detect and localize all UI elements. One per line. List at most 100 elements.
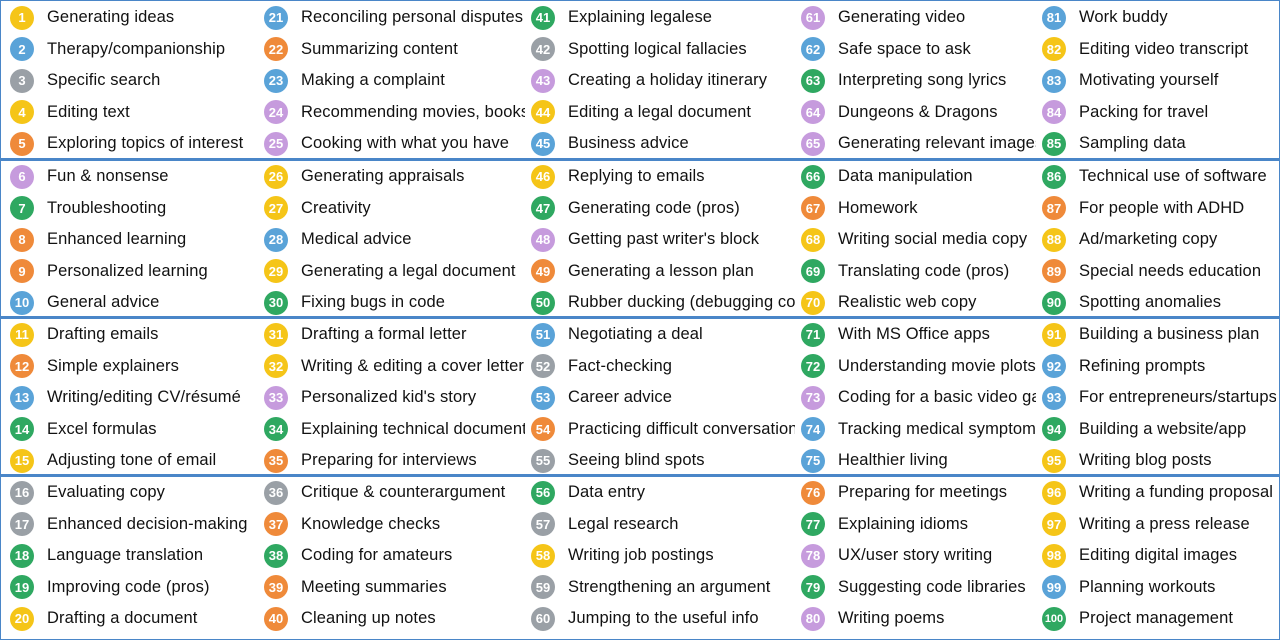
item-label: Generating ideas <box>47 8 175 26</box>
item-label: Tracking medical symptoms <box>838 419 1036 438</box>
item-label: Legal research <box>568 514 679 533</box>
number-badge: 35 <box>264 448 288 473</box>
number-badge: 41 <box>531 5 555 30</box>
number-badge: 99 <box>1042 575 1066 599</box>
item-label: For people with ADHD <box>1079 198 1245 217</box>
number-badge: 74 <box>801 417 825 441</box>
number-badge: 4 <box>10 100 34 124</box>
number-badge: 60 <box>531 606 555 631</box>
number-badge: 66 <box>801 164 825 189</box>
number-badge: 80 <box>801 606 825 631</box>
number-badge: 47 <box>531 196 555 220</box>
list-item: 19 Improving code (pros) <box>10 572 258 603</box>
number-badge: 98 <box>1042 543 1066 568</box>
item-label: Getting past writer's block <box>568 230 760 248</box>
item-label: Writing job postings <box>568 546 714 564</box>
number-badge: 18 <box>10 543 34 568</box>
item-label: Dungeons & Dragons <box>838 102 998 121</box>
number-badge: 90 <box>1042 290 1066 315</box>
item-label: Improving code (pros) <box>47 577 210 596</box>
number-badge: 52 <box>531 354 555 378</box>
list-item: 52 Fact-checking <box>531 351 795 382</box>
number-badge: 17 <box>10 512 34 536</box>
number-badge: 16 <box>10 480 34 505</box>
item-label: Data entry <box>568 483 646 501</box>
item-label: Packing for travel <box>1079 102 1209 121</box>
number-badge: 51 <box>531 322 555 347</box>
item-label: Project management <box>1079 609 1234 627</box>
number-badge: 43 <box>531 68 555 93</box>
item-label: Safe space to ask <box>838 39 971 58</box>
item-label: Healthier living <box>838 451 948 469</box>
item-label: Interpreting song lyrics <box>838 71 1007 89</box>
number-badge: 50 <box>531 290 555 315</box>
item-label: Negotiating a deal <box>568 325 703 343</box>
number-badge: 19 <box>10 575 34 599</box>
number-badge: 36 <box>264 480 288 505</box>
number-badge: 76 <box>801 480 825 505</box>
number-badge: 8 <box>10 227 34 252</box>
item-label: Replying to emails <box>568 167 705 185</box>
number-badge: 83 <box>1042 68 1066 93</box>
number-badge: 84 <box>1042 100 1066 124</box>
number-badge: 78 <box>801 543 825 568</box>
item-label: Editing a legal document <box>568 102 752 121</box>
item-label: Jumping to the useful info <box>568 609 759 627</box>
number-badge: 72 <box>801 354 825 378</box>
number-badge: 27 <box>264 196 288 220</box>
number-badge: 28 <box>264 227 288 252</box>
item-label: Enhanced learning <box>47 230 187 248</box>
item-label: Fun & nonsense <box>47 167 169 185</box>
item-label: Generating relevant images <box>838 134 1036 152</box>
item-label: Therapy/companionship <box>47 39 226 58</box>
item-label: Preparing for meetings <box>838 483 1008 501</box>
item-label: Drafting a document <box>47 609 198 627</box>
item-label: Personalized learning <box>47 261 208 280</box>
number-badge: 14 <box>10 417 34 441</box>
item-label: Fact-checking <box>568 356 673 375</box>
list-item: 8 Enhanced learning <box>10 224 258 255</box>
number-badge: 86 <box>1042 164 1066 189</box>
item-label: Suggesting code libraries <box>838 577 1026 596</box>
list-item: 36 Critique & counterargument <box>264 477 525 508</box>
item-label: Critique & counterargument <box>301 483 506 501</box>
item-label: Sampling data <box>1079 134 1186 152</box>
item-label: Generating a lesson plan <box>568 261 754 280</box>
item-label: Recommending movies, books, etc <box>301 102 525 121</box>
number-badge: 23 <box>264 68 288 93</box>
number-badge: 71 <box>801 322 825 347</box>
item-label: Seeing blind spots <box>568 451 705 469</box>
number-badge: 79 <box>801 575 825 599</box>
